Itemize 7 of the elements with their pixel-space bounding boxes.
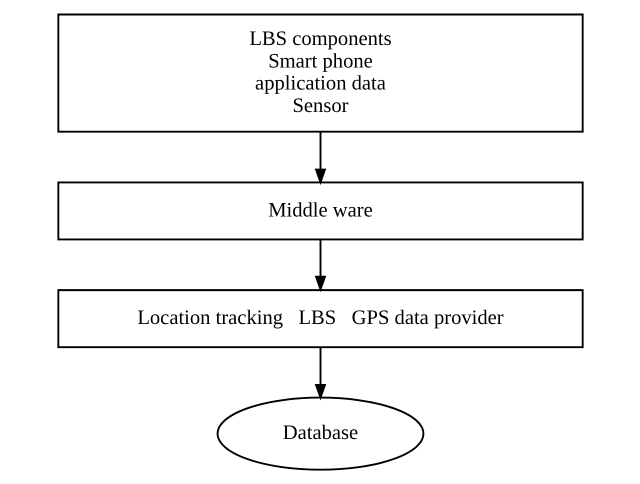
arrow — [314, 240, 326, 292]
node-box: LBS components Smart phone application data Sensor — [56, 14, 584, 133]
node-ellipse: Database — [216, 396, 424, 471]
arrow — [314, 132, 326, 186]
node-box: Location tracking LBS GPS data provider — [56, 289, 584, 348]
node-box: Middle ware — [56, 181, 584, 240]
arrow — [314, 347, 326, 400]
